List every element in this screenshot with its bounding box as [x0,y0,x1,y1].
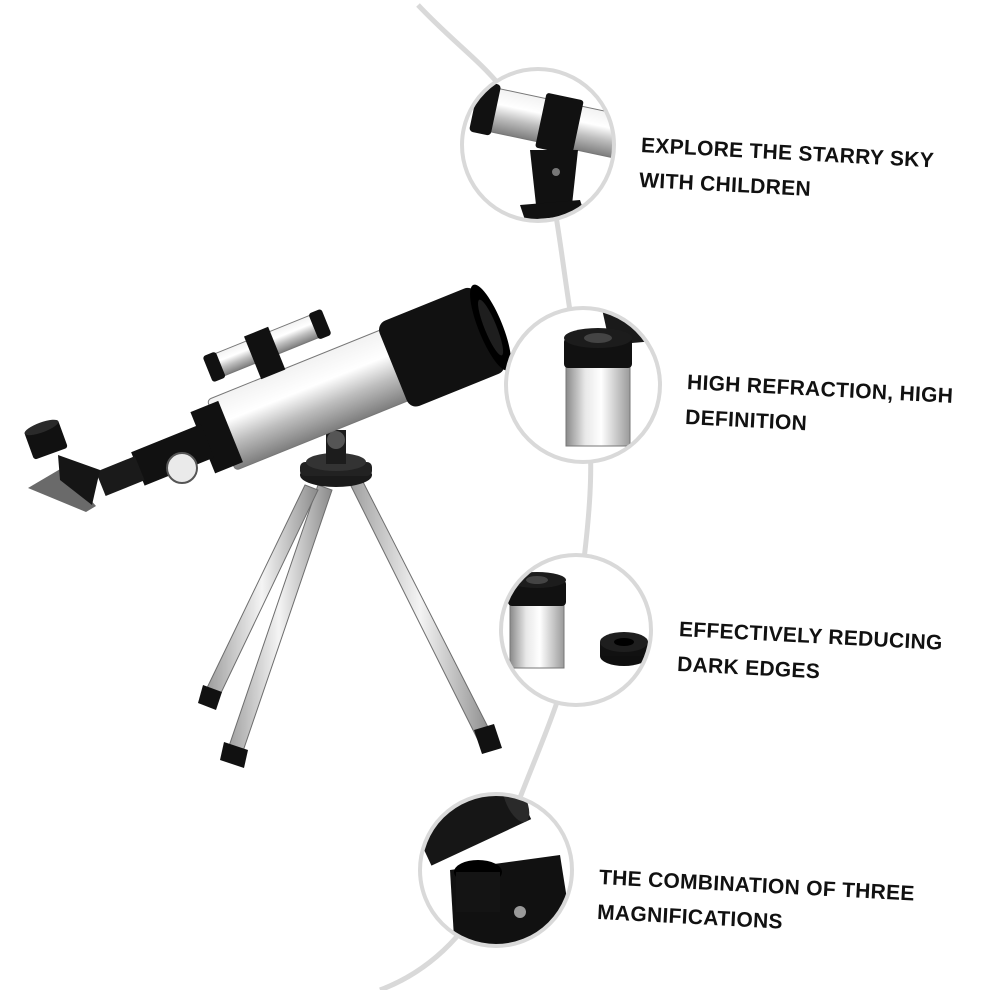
eyepiece-detail [504,306,662,464]
finder-scope-detail [460,67,616,223]
feature-caption-refraction: HIGH REFRACTION, HIGH DEFINITION [684,365,954,449]
telescope-image [24,284,512,768]
focuser-detail [418,792,574,948]
eyepiece-and-cap-detail [499,553,653,707]
feature-caption-dark-edges: EFFECTIVELY REDUCING DARK EDGES [676,612,944,696]
